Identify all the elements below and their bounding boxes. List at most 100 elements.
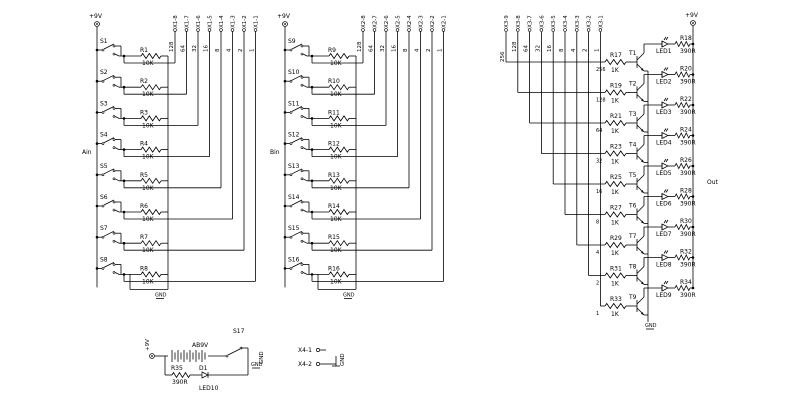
transistor-label-T3: T3 bbox=[628, 111, 637, 118]
switch-output-alt bbox=[302, 84, 308, 88]
led-resistor-label-R20: R20 bbox=[680, 66, 692, 73]
led-resistor-R34 bbox=[674, 284, 691, 292]
switch-output-alt bbox=[302, 209, 308, 213]
resistor-value-R2: 10K bbox=[142, 91, 155, 98]
switch-lever bbox=[103, 74, 115, 81]
switch-label-S11: S11 bbox=[288, 100, 300, 107]
input-pin-X3-7 bbox=[527, 28, 532, 32]
resistor-R15 bbox=[328, 239, 350, 247]
resistor-value-R1: 10K bbox=[142, 60, 155, 67]
input-pin-X3-8 bbox=[516, 28, 520, 32]
resistor-label-R2: R2 bbox=[140, 78, 148, 85]
resistor-label-R5: R5 bbox=[140, 172, 148, 179]
connector-gnd-label: GND bbox=[340, 353, 346, 366]
led-LED10 bbox=[201, 371, 209, 379]
switch-lever bbox=[291, 199, 303, 206]
emitter-arrow bbox=[641, 220, 644, 224]
junction-dot bbox=[310, 117, 314, 120]
switch-contact bbox=[289, 48, 293, 52]
switch-output-alt bbox=[114, 147, 120, 150]
switch-output-alt bbox=[302, 240, 308, 244]
weight-label-X2-5: 16 bbox=[392, 45, 398, 52]
switch-label-S15: S15 bbox=[288, 225, 300, 232]
junction-dot bbox=[691, 164, 695, 168]
base-weight-X3-5: 16 bbox=[596, 189, 602, 195]
power-terminal-label: +9V bbox=[145, 339, 151, 351]
output-pin-X1-6 bbox=[196, 28, 200, 32]
output-pin-X2-7 bbox=[372, 28, 377, 32]
switch-output-alt bbox=[114, 178, 120, 182]
input-weight-X3-8: 128 bbox=[512, 41, 518, 52]
led-LED9 bbox=[661, 284, 669, 292]
led-LED5 bbox=[661, 162, 669, 170]
weight-label-X2-6: 32 bbox=[380, 45, 386, 52]
input-label-X3-3: X3-3 bbox=[575, 15, 581, 28]
input-label-X3-5: X3-5 bbox=[551, 15, 557, 28]
input-weight-X3-2: 2 bbox=[583, 49, 589, 53]
junction-dot bbox=[122, 117, 126, 120]
switch-output-alt bbox=[302, 147, 308, 150]
led-resistor-value-R30: 390R bbox=[680, 231, 696, 238]
resistor-label-R1: R1 bbox=[140, 47, 148, 54]
led-resistor-value-R26: 390R bbox=[680, 170, 696, 177]
input-weight-X3-7: 64 bbox=[524, 45, 530, 52]
switch-contact bbox=[112, 208, 116, 212]
output-label-X2-6: X2-6 bbox=[384, 15, 390, 28]
battery-label: AB9V bbox=[192, 342, 209, 349]
transistor-collector bbox=[636, 266, 645, 274]
resistor-value-R10: 10K bbox=[330, 91, 343, 98]
led-light-arrow bbox=[665, 67, 669, 71]
resistor-label-R6: R6 bbox=[140, 203, 148, 210]
power-gnd-label: GND bbox=[259, 351, 265, 364]
junction-dot bbox=[691, 286, 695, 290]
power-switch-label: S17 bbox=[233, 328, 245, 335]
base-weight-X3-6: 32 bbox=[596, 159, 602, 165]
output-pin-X1-3 bbox=[230, 28, 235, 32]
led-resistor-label-R34: R34 bbox=[680, 279, 692, 286]
output-pin-X1-1 bbox=[253, 28, 258, 32]
resistor-R10 bbox=[328, 83, 350, 91]
led-LED2 bbox=[661, 70, 669, 79]
led-label-LED3: LED3 bbox=[656, 109, 672, 116]
resistor-value-R13: 10K bbox=[330, 185, 343, 192]
transistor-collector bbox=[636, 52, 645, 61]
led-light-arrow bbox=[663, 189, 667, 193]
input-block-b: +9VBinS9R910KX2-8128S10R1010KX2-764S11R1… bbox=[270, 13, 448, 299]
switch-label-S5: S5 bbox=[100, 163, 108, 170]
output-label-X1-3: X1-3 bbox=[231, 15, 237, 28]
base-resistor-value-R33: 1K bbox=[611, 311, 620, 318]
resistor-value-R16: 10K bbox=[330, 278, 343, 285]
led-light-arrow bbox=[665, 158, 669, 163]
weight-label-X1-3: 4 bbox=[227, 48, 233, 52]
led-resistor-R32 bbox=[674, 254, 691, 261]
led-LED6 bbox=[661, 192, 669, 201]
switch-contact bbox=[300, 44, 304, 48]
switch-contact bbox=[300, 239, 304, 243]
ground-label: GND bbox=[251, 362, 263, 368]
resistor-value-R7: 10K bbox=[142, 247, 155, 254]
base-resistor-R23 bbox=[604, 150, 627, 157]
resistor-R13 bbox=[328, 177, 350, 185]
switch-label-S7: S7 bbox=[100, 225, 108, 232]
switch-output-alt bbox=[114, 240, 120, 244]
switch-label-S14: S14 bbox=[288, 194, 300, 201]
transistor-label-T6: T6 bbox=[628, 203, 637, 210]
input-pin-X3-6 bbox=[539, 28, 544, 32]
switch-lever bbox=[103, 168, 115, 175]
output-label-X2-7: X2-7 bbox=[373, 15, 379, 28]
led-resistor-label-R30: R30 bbox=[680, 218, 692, 225]
weight-label-X2-8: 128 bbox=[357, 41, 363, 52]
ground-label: GND bbox=[645, 323, 657, 329]
blockB-supply-terminal-center bbox=[284, 23, 286, 25]
led-resistor-value-R28: 390R bbox=[680, 201, 696, 208]
input-pin-X3-2 bbox=[586, 28, 591, 32]
led-label-LED10: LED10 bbox=[199, 385, 219, 392]
switch-contact bbox=[300, 107, 304, 110]
resistor-value-R5: 10K bbox=[142, 185, 155, 192]
input-label-X3-1: X3-1 bbox=[598, 15, 604, 28]
output-label-X1-4: X1-4 bbox=[219, 15, 225, 28]
output-bus-label: Out bbox=[707, 179, 719, 186]
resistor-label-R16: R16 bbox=[328, 265, 340, 272]
